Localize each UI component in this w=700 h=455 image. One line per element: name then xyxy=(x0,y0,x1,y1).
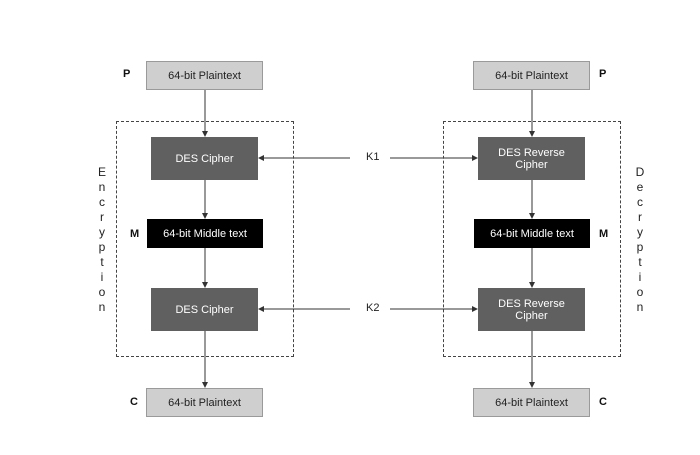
right-c-label: C xyxy=(599,396,607,408)
right-plaintext-input-box: 64-bit Plaintext xyxy=(473,61,590,90)
right-m-label: M xyxy=(599,228,609,240)
side-label-letter: n xyxy=(636,300,644,314)
side-label-letter: y xyxy=(99,225,105,239)
side-label-letter: r xyxy=(638,210,642,224)
left-c-label: C xyxy=(130,396,138,408)
encryption-group-border xyxy=(116,121,294,357)
side-label-letter: p xyxy=(98,240,106,254)
left-des-cipher-1: DES Cipher xyxy=(151,137,258,180)
key-k2-label: K2 xyxy=(362,302,384,314)
left-p-label: P xyxy=(123,68,131,80)
left-des-cipher-2: DES Cipher xyxy=(151,288,258,331)
right-middle-text-box: 64-bit Middle text xyxy=(474,219,590,248)
left-m-label: M xyxy=(130,228,140,240)
side-label-letter: o xyxy=(98,285,106,299)
right-des-reverse-cipher-2: DES Reverse Cipher xyxy=(478,288,585,331)
side-label-letter: n xyxy=(98,300,106,314)
side-label-letter: t xyxy=(100,255,104,269)
side-label-letter: D xyxy=(635,165,645,179)
side-label-letter: p xyxy=(636,240,644,254)
key-k1-label: K1 xyxy=(362,151,384,163)
left-middle-text-box: 64-bit Middle text xyxy=(147,219,263,248)
side-label-letter: t xyxy=(638,255,642,269)
side-label-letter: i xyxy=(638,270,642,284)
side-label-letter: e xyxy=(636,180,644,194)
right-des-reverse-cipher-1: DES Reverse Cipher xyxy=(478,137,585,180)
side-label-letter: n xyxy=(98,180,106,194)
right-plaintext-output-box: 64-bit Plaintext xyxy=(473,388,590,417)
side-label-letter: o xyxy=(636,285,644,299)
side-label-letter: c xyxy=(637,195,643,209)
left-plaintext-output-box: 64-bit Plaintext xyxy=(146,388,263,417)
side-label-letter: i xyxy=(100,270,104,284)
side-label-letter: c xyxy=(99,195,105,209)
side-label-letter: r xyxy=(100,210,104,224)
right-p-label: P xyxy=(599,68,607,80)
side-label-letter: E xyxy=(97,165,106,179)
left-plaintext-input-box: 64-bit Plaintext xyxy=(146,61,263,90)
decryption-group-border xyxy=(443,121,621,357)
side-label-letter: y xyxy=(637,225,643,239)
